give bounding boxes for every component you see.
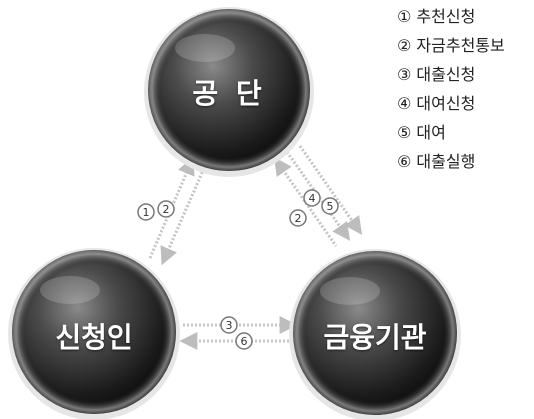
legend-item: ② 자금추천통보: [397, 36, 505, 55]
legend-item: ① 추천신청: [397, 7, 476, 26]
badge-2: 2: [157, 200, 175, 218]
svg-text:2: 2: [163, 203, 170, 216]
svg-text:6: 6: [241, 335, 248, 348]
legend-item: ④ 대여신청: [397, 94, 476, 113]
svg-text:1: 1: [143, 206, 150, 219]
badge-4: 4: [303, 189, 321, 207]
applicant-sphere: [8, 248, 180, 419]
legend-item: ⑥ 대출실행: [397, 152, 476, 171]
bank-sphere: [289, 249, 461, 419]
legend-list: ① 추천신청 ② 자금추천통보 ③ 대출신청 ④ 대여신청 ⑤ 대여 ⑥ 대출실…: [397, 2, 505, 176]
agency-label: 공 단: [192, 77, 266, 110]
badge-2b: 2: [289, 209, 307, 227]
legend-item: ⑤ 대여: [397, 123, 446, 142]
arrow-applicant-bank: [179, 316, 298, 350]
legend-item: ③ 대출신청: [397, 65, 476, 84]
bank-label: 금융기관: [323, 321, 427, 354]
applicant-label: 신청인: [55, 321, 133, 354]
svg-text:3: 3: [226, 319, 233, 332]
badge-5: 5: [321, 197, 339, 215]
svg-text:4: 4: [309, 192, 316, 205]
badge-1: 1: [137, 203, 155, 221]
agency-sphere: [144, 7, 314, 177]
svg-text:5: 5: [327, 200, 334, 213]
svg-text:2: 2: [295, 212, 302, 225]
badge-6: 6: [235, 332, 253, 350]
badge-3: 3: [220, 316, 238, 334]
